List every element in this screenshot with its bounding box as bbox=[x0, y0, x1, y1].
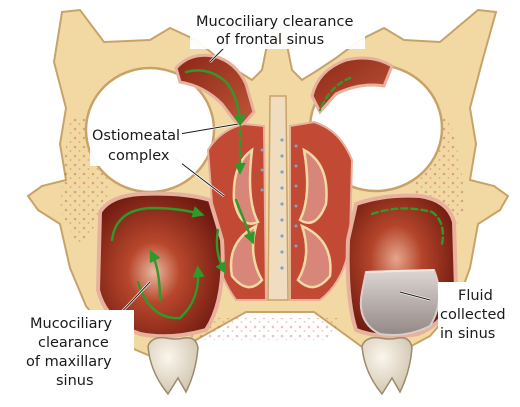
nasal-septum bbox=[268, 96, 288, 300]
label-fluid-line2: collected bbox=[440, 307, 506, 323]
left-tooth bbox=[148, 338, 198, 394]
label-fluid-line1: Fluid bbox=[458, 288, 493, 304]
label-ostiomeatal-line1: Ostiomeatal bbox=[92, 128, 180, 144]
collected-fluid bbox=[361, 270, 439, 335]
label-maxillary-line1: Mucociliary bbox=[30, 316, 112, 332]
label-frontal-line1: Mucociliary clearance bbox=[196, 14, 353, 30]
label-ostiomeatal-line2: complex bbox=[108, 148, 170, 164]
label-maxillary-line2: clearance bbox=[38, 335, 109, 351]
label-maxillary-line4: sinus bbox=[56, 373, 94, 389]
label-frontal-line2: of frontal sinus bbox=[216, 32, 324, 48]
label-fluid-line3: in sinus bbox=[440, 326, 495, 342]
label-maxillary-line3: of maxillary bbox=[26, 354, 112, 370]
right-tooth bbox=[362, 338, 412, 394]
